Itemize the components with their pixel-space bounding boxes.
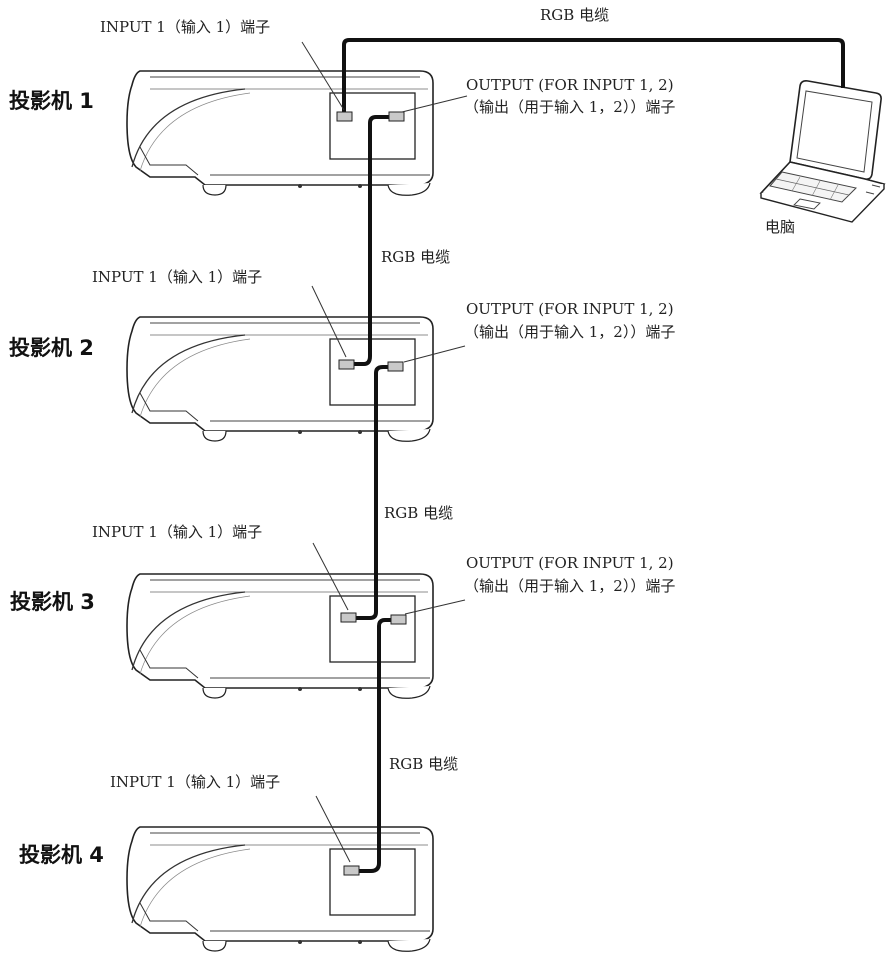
- projector-1-body: [126, 70, 434, 197]
- projector-2-body: [126, 316, 434, 443]
- projector-4-input-connector: [343, 865, 360, 876]
- projector-1-input-connector: [336, 111, 353, 122]
- cable-label-3-4: RGB 电缆: [389, 755, 459, 773]
- projector-4-body: [126, 826, 434, 953]
- projector-2-output-label-line2: （输出（用于输入 1，2））端子: [464, 323, 676, 341]
- projector-2-input-label: INPUT 1（输入 1）端子: [92, 268, 263, 286]
- projector-4-label: 投影机 4: [19, 843, 104, 867]
- projector-2-output-connector: [387, 361, 404, 372]
- projector-1-output-connector: [388, 111, 405, 122]
- leader-lines: [301, 41, 468, 863]
- projector-1-output-label-line2: （输出（用于输入 1，2））端子: [464, 98, 676, 116]
- cable-label-2-3: RGB 电缆: [384, 504, 454, 522]
- projector-2-label: 投影机 2: [9, 336, 94, 360]
- projector-2-input-connector: [338, 359, 355, 370]
- projector-3-input-label: INPUT 1（输入 1）端子: [92, 523, 263, 541]
- laptop-icon: [759, 80, 886, 223]
- cable-label-computer: RGB 电缆: [540, 6, 610, 24]
- cable-projector-1-to-2: [354, 115, 392, 366]
- projector-1-input-label: INPUT 1（输入 1）端子: [100, 18, 271, 36]
- projector-3-output-label-line2: （输出（用于输入 1，2））端子: [464, 577, 676, 595]
- projector-3-output-connector: [390, 614, 407, 625]
- projector-4-input-label: INPUT 1（输入 1）端子: [110, 773, 281, 791]
- projector-1-label: 投影机 1: [9, 89, 94, 113]
- cable-projector-2-to-3: [356, 365, 393, 620]
- projector-3-input-connector: [340, 612, 357, 623]
- projector-3-output-label-line1: OUTPUT (FOR INPUT 1, 2): [466, 554, 674, 572]
- projector-2-output-label-line1: OUTPUT (FOR INPUT 1, 2): [466, 300, 674, 318]
- cable-computer-to-projector-1: [342, 38, 845, 117]
- cable-label-1-2: RGB 电缆: [381, 248, 451, 266]
- projector-3-body: [126, 573, 434, 700]
- cable-projector-3-to-4: [358, 618, 393, 873]
- computer-label: 电脑: [765, 218, 796, 236]
- projector-1-output-label-line1: OUTPUT (FOR INPUT 1, 2): [466, 76, 674, 94]
- projector-3-label: 投影机 3: [10, 590, 95, 614]
